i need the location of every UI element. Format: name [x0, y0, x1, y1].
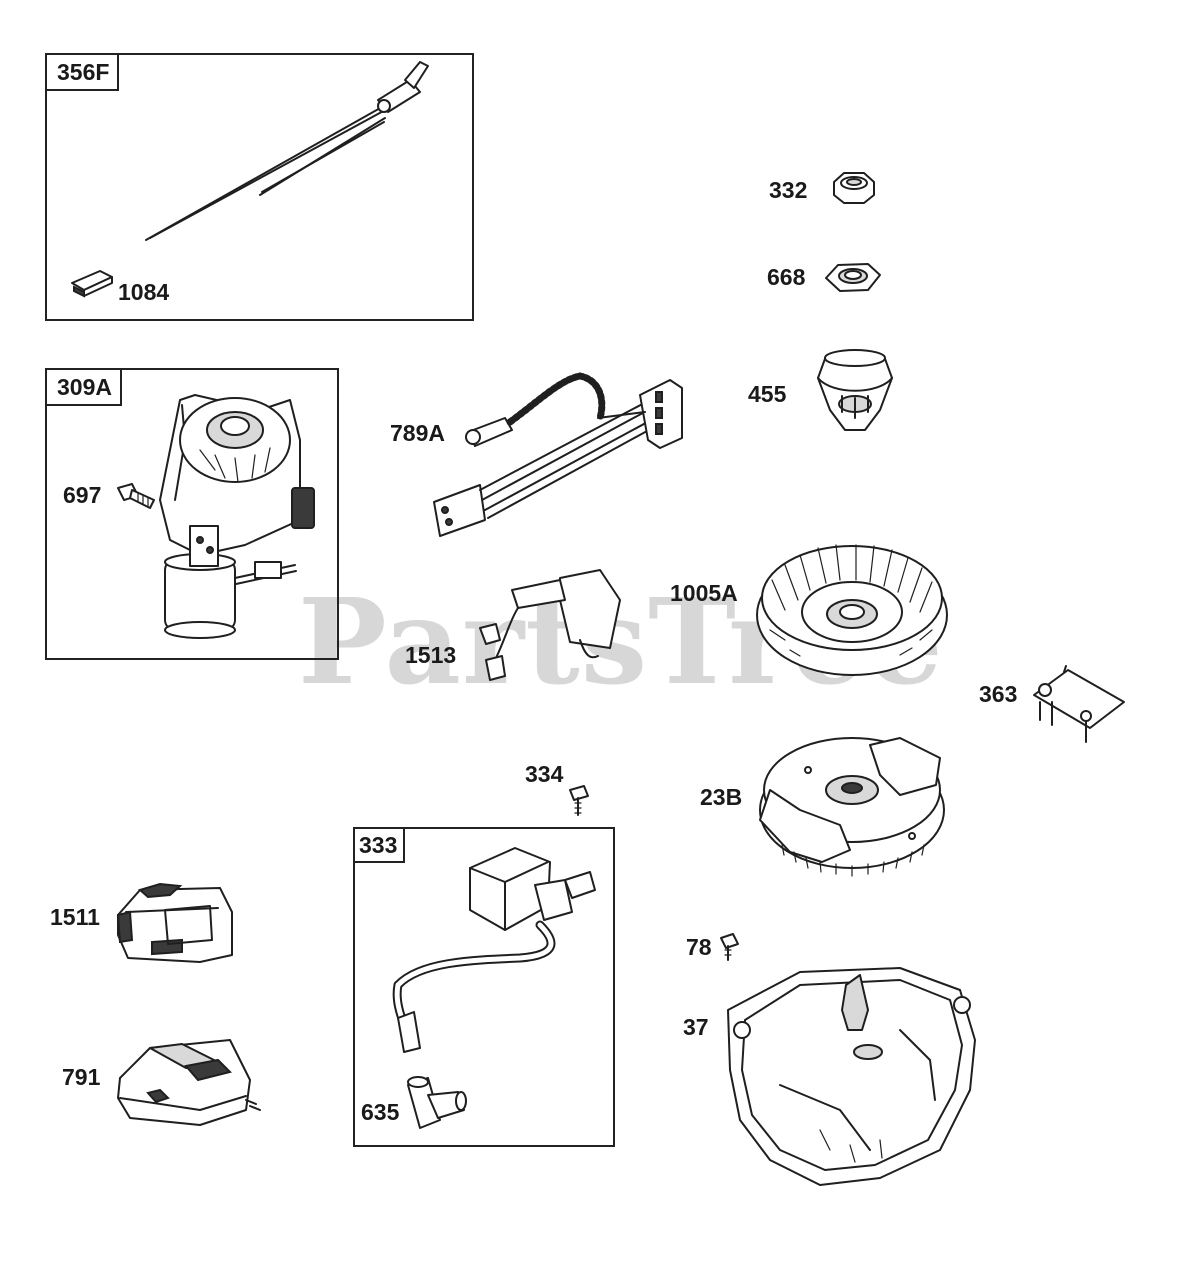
- part-label-1511[interactable]: 1511: [50, 904, 100, 930]
- spark-boot-635-drawing[interactable]: [407, 1076, 467, 1129]
- wire-harness-drawing[interactable]: [145, 61, 429, 241]
- box-label-356F[interactable]: 356F: [47, 55, 120, 91]
- part-label-668[interactable]: 668: [767, 264, 806, 290]
- harness-789A-drawing[interactable]: [433, 372, 683, 537]
- screw-78-drawing[interactable]: [720, 933, 739, 961]
- frame-309A: [45, 368, 339, 660]
- part-label-635[interactable]: 635: [361, 1099, 400, 1125]
- part-label-1084[interactable]: 1084: [118, 279, 170, 305]
- part-label-363[interactable]: 363: [979, 681, 1018, 707]
- part-label-1513[interactable]: 1513: [405, 642, 457, 668]
- box-label-333[interactable]: 333: [355, 829, 406, 863]
- connector-1084-drawing[interactable]: [71, 270, 113, 298]
- starter-motor-drawing[interactable]: [159, 394, 315, 639]
- part-label-697[interactable]: 697: [63, 482, 102, 508]
- part-label-455[interactable]: 455: [748, 381, 787, 407]
- box-label-309A[interactable]: 309A: [47, 370, 122, 406]
- frame-333: [353, 827, 615, 1147]
- screw-334-drawing[interactable]: [569, 785, 589, 816]
- module-1513-drawing[interactable]: [479, 569, 621, 681]
- bracket-363-drawing[interactable]: [1033, 665, 1125, 743]
- cup-455-drawing[interactable]: [817, 349, 893, 431]
- nut-332-drawing[interactable]: [833, 172, 875, 204]
- part-label-37[interactable]: 37: [683, 1014, 709, 1040]
- part-label-78[interactable]: 78: [686, 934, 712, 960]
- ignition-coil-333-drawing[interactable]: [392, 847, 596, 1053]
- battery-1511-drawing[interactable]: [116, 882, 233, 963]
- part-label-332[interactable]: 332: [769, 177, 808, 203]
- frame-356F: [45, 53, 474, 321]
- part-label-791[interactable]: 791: [62, 1064, 101, 1090]
- flywheel-1005A-drawing[interactable]: [756, 544, 948, 676]
- housing-37-drawing[interactable]: [727, 967, 976, 1186]
- part-label-789A[interactable]: 789A: [390, 420, 445, 446]
- part-label-1005A[interactable]: 1005A: [670, 580, 738, 606]
- washer-668-drawing[interactable]: [825, 263, 881, 292]
- charger-791-drawing[interactable]: [117, 1039, 261, 1126]
- flywheel-23B-drawing[interactable]: [759, 737, 945, 877]
- part-label-334[interactable]: 334: [525, 761, 564, 787]
- part-label-23B[interactable]: 23B: [700, 784, 743, 810]
- bolt-697-drawing[interactable]: [117, 483, 155, 509]
